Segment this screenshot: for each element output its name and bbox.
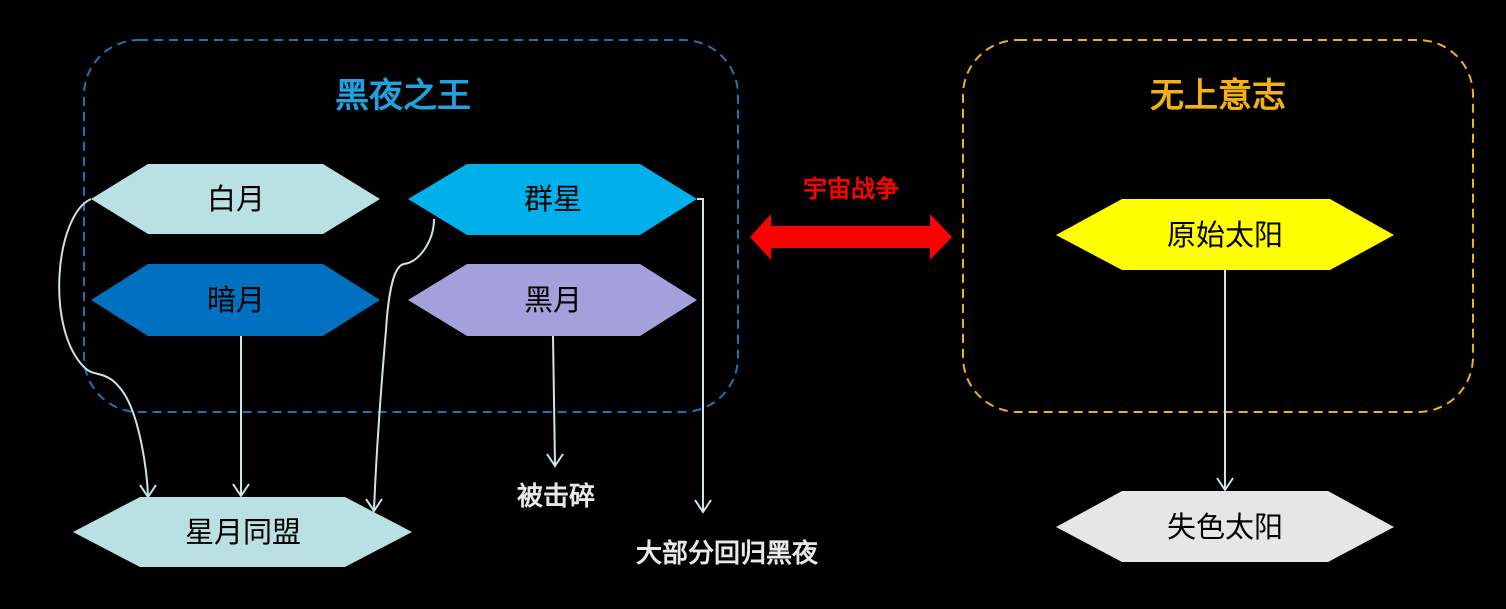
dark-moon-shape bbox=[91, 264, 380, 336]
connector-black-moon-to-shattered bbox=[552, 335, 556, 466]
arrowhead-black-moon bbox=[546, 453, 564, 468]
cosmic-war: 宇宙战争 bbox=[750, 175, 952, 260]
node-black-moon[interactable]: 黑月 bbox=[408, 264, 697, 336]
mostly-returned-label: 大部分回归黑夜 bbox=[636, 538, 819, 569]
white-moon-shape bbox=[91, 164, 380, 234]
stars-shape bbox=[408, 164, 697, 235]
alliance-label: 星月同盟 bbox=[185, 515, 301, 549]
arrowhead-return bbox=[694, 499, 712, 514]
connector-white-moon-to-alliance bbox=[58, 198, 149, 497]
white-moon-label: 白月 bbox=[207, 182, 265, 216]
node-stars[interactable]: 群星 bbox=[408, 164, 697, 235]
primal-sun-shape bbox=[1056, 199, 1394, 270]
stars-label: 群星 bbox=[524, 182, 582, 216]
primal-sun-label: 原始太阳 bbox=[1167, 218, 1283, 252]
arrowhead-dark-moon bbox=[232, 483, 250, 498]
shattered-label: 被击碎 bbox=[517, 482, 595, 512]
node-white-moon[interactable]: 白月 bbox=[91, 164, 380, 234]
dark-moon-label: 暗月 bbox=[207, 283, 265, 317]
group-supreme-will: 无上意志 bbox=[962, 39, 1474, 413]
arrowhead-stars bbox=[365, 498, 383, 513]
cosmic-war-label: 宇宙战争 bbox=[803, 175, 899, 203]
arrowhead-faded-sun bbox=[1216, 477, 1234, 492]
black-moon-label: 黑月 bbox=[524, 283, 582, 317]
supreme-will-title: 无上意志 bbox=[1150, 76, 1286, 116]
connector-stars-to-alliance bbox=[373, 218, 435, 511]
alliance-shape bbox=[73, 497, 412, 567]
node-star-moon-alliance[interactable]: 星月同盟 bbox=[73, 497, 412, 567]
node-dark-moon[interactable]: 暗月 bbox=[91, 264, 380, 336]
node-primal-sun[interactable]: 原始太阳 bbox=[1056, 199, 1394, 270]
node-faded-sun[interactable]: 失色太阳 bbox=[1056, 491, 1394, 562]
night-king-title: 黑夜之王 bbox=[335, 76, 471, 116]
supreme-will-boundary bbox=[962, 39, 1474, 413]
faded-sun-shape bbox=[1056, 491, 1394, 562]
connector-stars-to-return bbox=[697, 198, 704, 512]
black-moon-shape bbox=[408, 264, 697, 336]
group-night-king: 黑夜之王 bbox=[83, 39, 739, 413]
double-arrow-icon bbox=[750, 214, 952, 260]
connectors bbox=[58, 198, 1234, 514]
faded-sun-label: 失色太阳 bbox=[1167, 510, 1283, 544]
night-king-boundary bbox=[83, 39, 739, 413]
